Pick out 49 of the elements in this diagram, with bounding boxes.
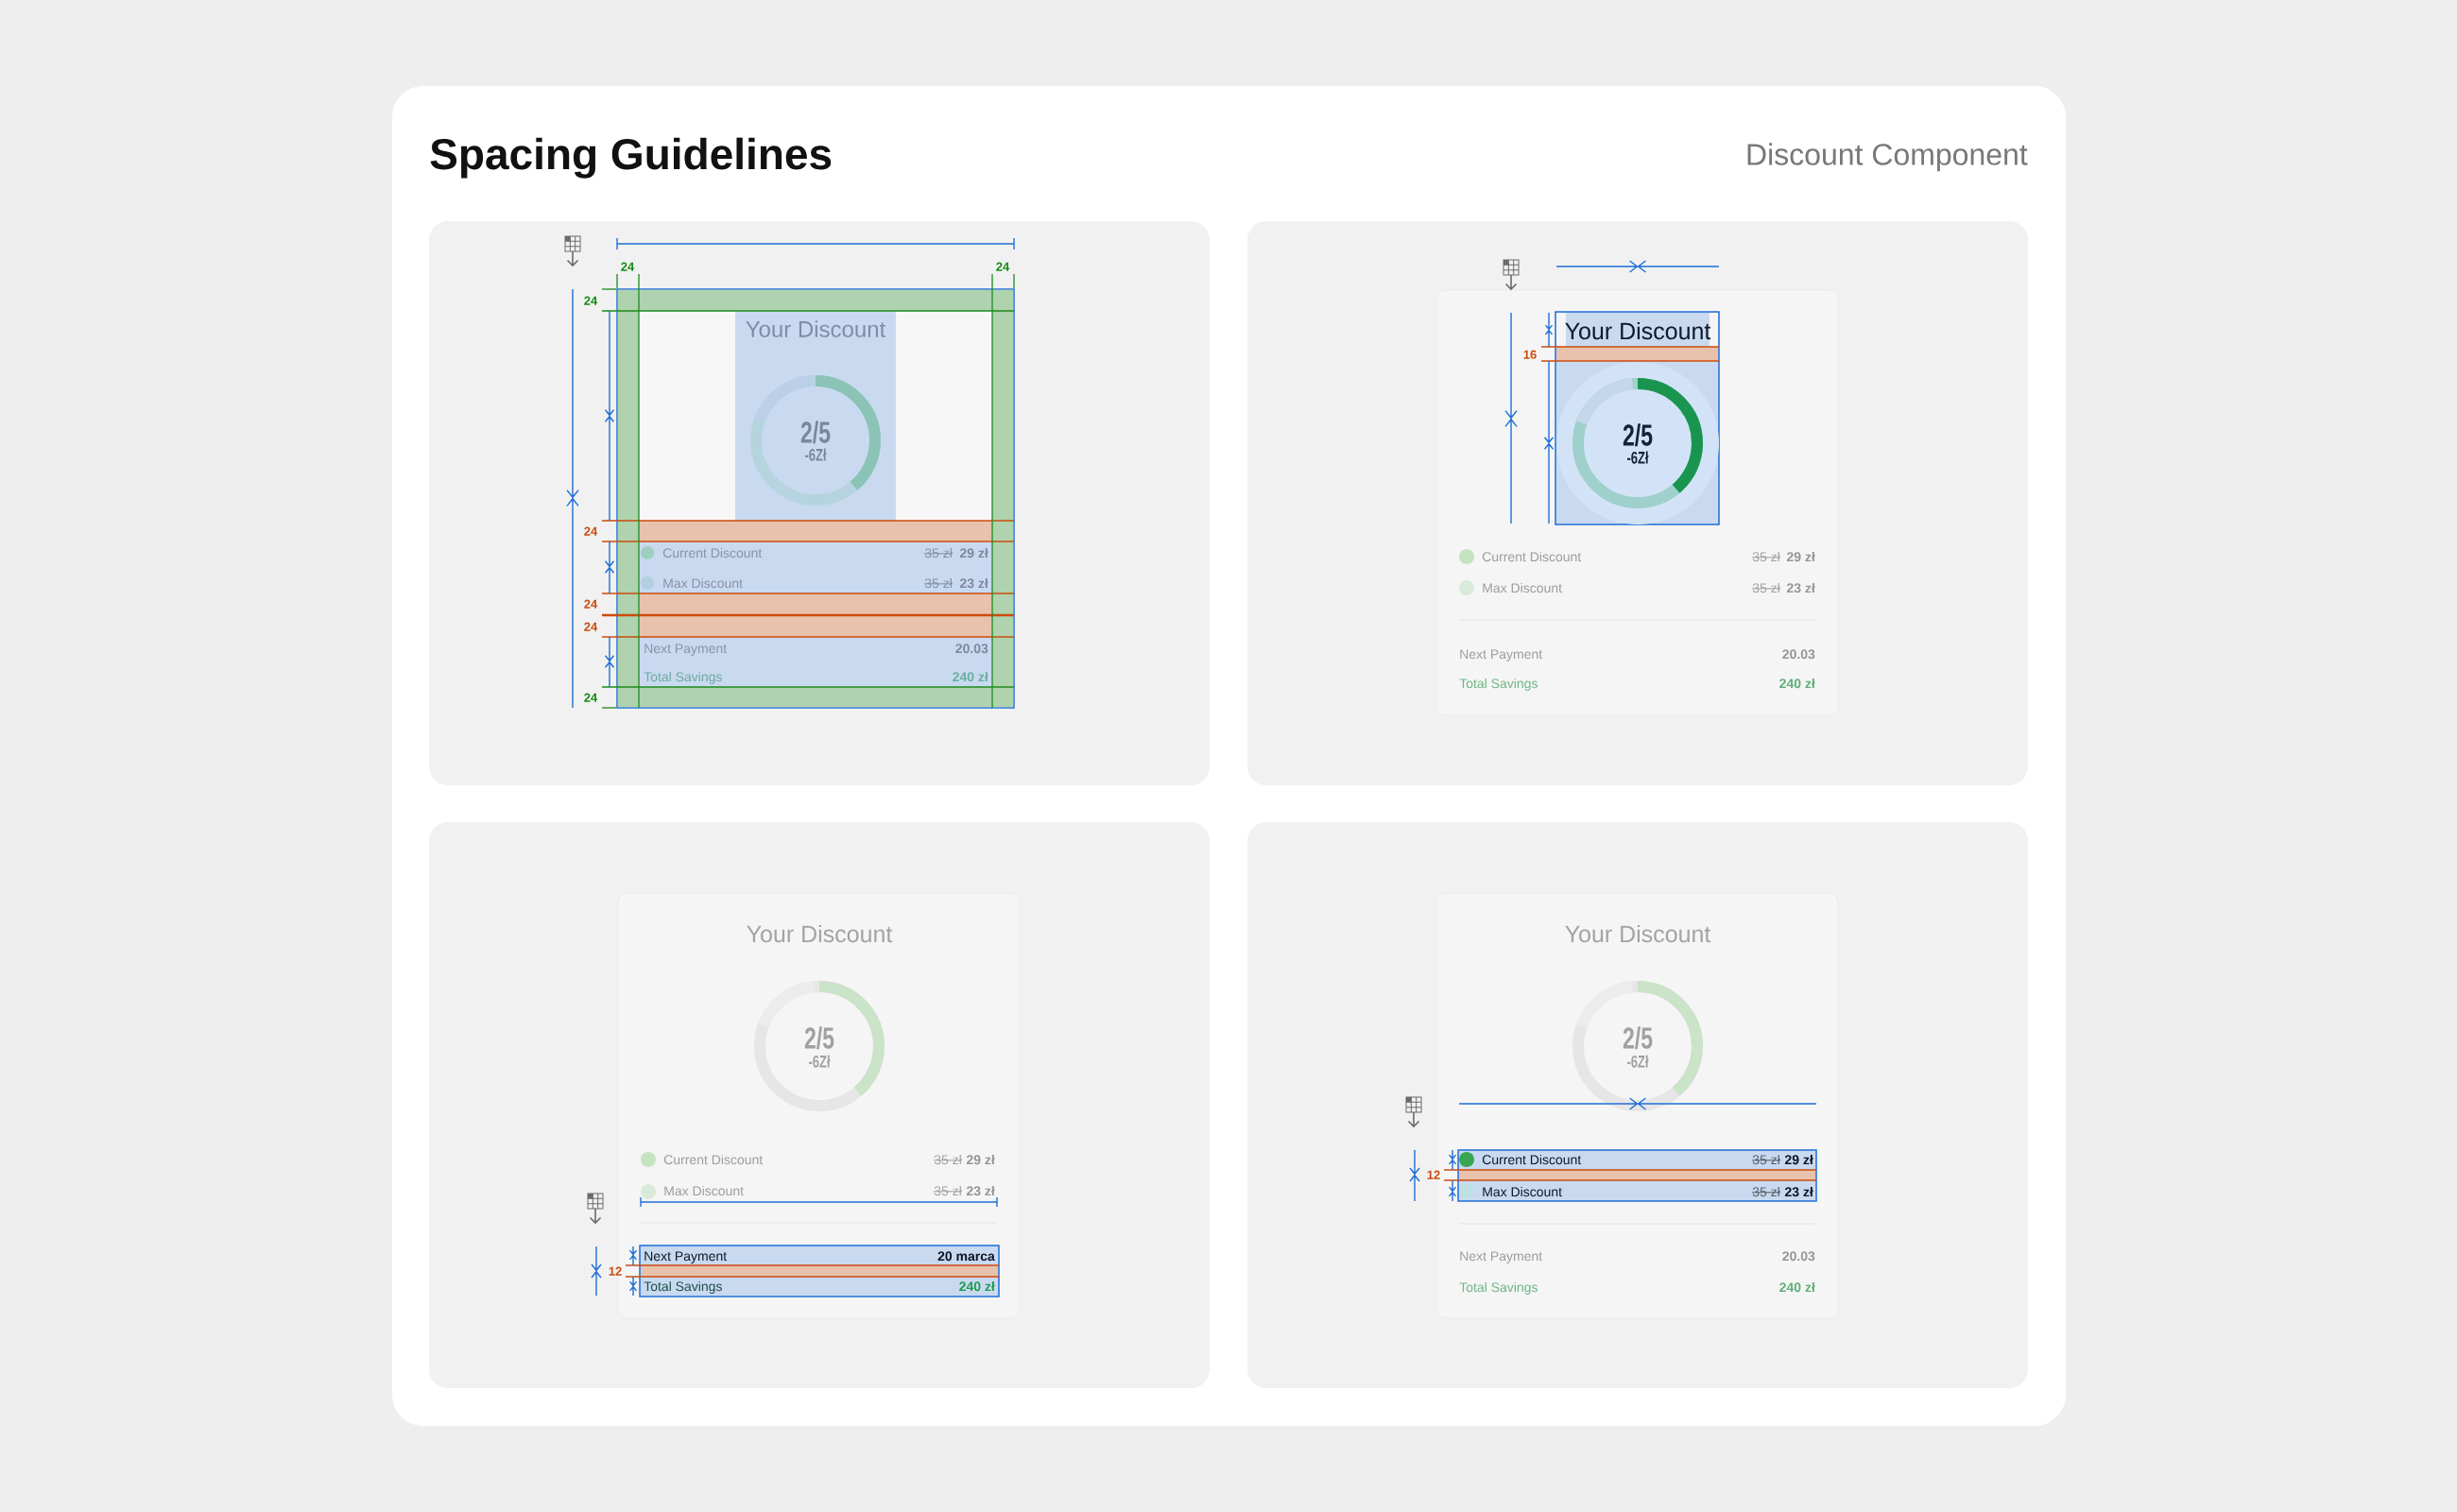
row-label: Max Discount bbox=[1483, 582, 1562, 593]
row-value: 23 zł bbox=[1784, 1186, 1813, 1197]
row-value: 240 zł bbox=[1779, 1281, 1815, 1293]
card-title: Your Discount bbox=[1565, 321, 1711, 340]
row-value: 29 zł bbox=[1786, 551, 1815, 562]
row-value: 240 zł bbox=[959, 1280, 995, 1292]
row-value: 23 zł bbox=[1786, 582, 1815, 593]
row-label: Max Discount bbox=[664, 1185, 744, 1196]
ratio-text: 2/5 bbox=[1623, 1026, 1653, 1050]
amount-text: -6Zł bbox=[1627, 451, 1649, 464]
ratio-text: 2/5 bbox=[804, 1026, 834, 1050]
row-label: Next Payment bbox=[644, 1251, 727, 1263]
spacing-value: 24 bbox=[584, 599, 598, 609]
spacing-value: 16 bbox=[1523, 350, 1537, 359]
struck-price: 35 zł bbox=[1751, 582, 1781, 593]
card-title: Your Discount bbox=[1565, 924, 1711, 943]
spacing-value: 24 bbox=[584, 526, 598, 536]
row-label: Total Savings bbox=[1459, 678, 1538, 691]
spacing-value: 24 bbox=[584, 622, 598, 631]
row-label: Total Savings bbox=[644, 1280, 722, 1294]
row-label: Max Discount bbox=[1483, 1186, 1562, 1197]
spacing-value: 24 bbox=[996, 262, 1010, 271]
struck-price: 35 zł bbox=[933, 1154, 963, 1165]
row-label: Next Payment bbox=[1460, 1251, 1543, 1263]
row-value: 29 zł bbox=[1784, 1154, 1813, 1165]
row-value: 29 zł bbox=[966, 1154, 995, 1165]
row-value: 240 zł bbox=[1779, 678, 1815, 689]
amount-text: -6Zł bbox=[809, 1055, 831, 1068]
ratio-text: 2/5 bbox=[1623, 423, 1653, 447]
row-label: Total Savings bbox=[1459, 1281, 1538, 1295]
row-label: Current Discount bbox=[1482, 551, 1582, 562]
title: Spacing Guidelines bbox=[430, 137, 832, 179]
row-value: 20.03 bbox=[1782, 649, 1815, 660]
spacing-value: 12 bbox=[1427, 1170, 1440, 1179]
spacing-value: 12 bbox=[609, 1266, 622, 1276]
spacing-value: 24 bbox=[584, 693, 598, 702]
card-title: Your Discount bbox=[747, 924, 893, 943]
amount-text: -6Zł bbox=[1627, 1055, 1649, 1068]
spacing-value: 24 bbox=[584, 296, 598, 305]
struck-price: 35 zł bbox=[933, 1185, 963, 1196]
row-label: Current Discount bbox=[663, 1154, 764, 1165]
struck-price: 35 zł bbox=[1751, 551, 1781, 562]
row-value: 20.03 bbox=[1782, 1251, 1815, 1262]
row-label: Current Discount bbox=[1482, 1154, 1582, 1165]
row-value: 20 marca bbox=[937, 1251, 995, 1262]
row-label: Next Payment bbox=[1460, 649, 1543, 662]
spacing-value: 24 bbox=[621, 262, 635, 271]
row-value: 23 zł bbox=[966, 1185, 995, 1196]
subtitle: Discount Component bbox=[1747, 143, 2028, 172]
